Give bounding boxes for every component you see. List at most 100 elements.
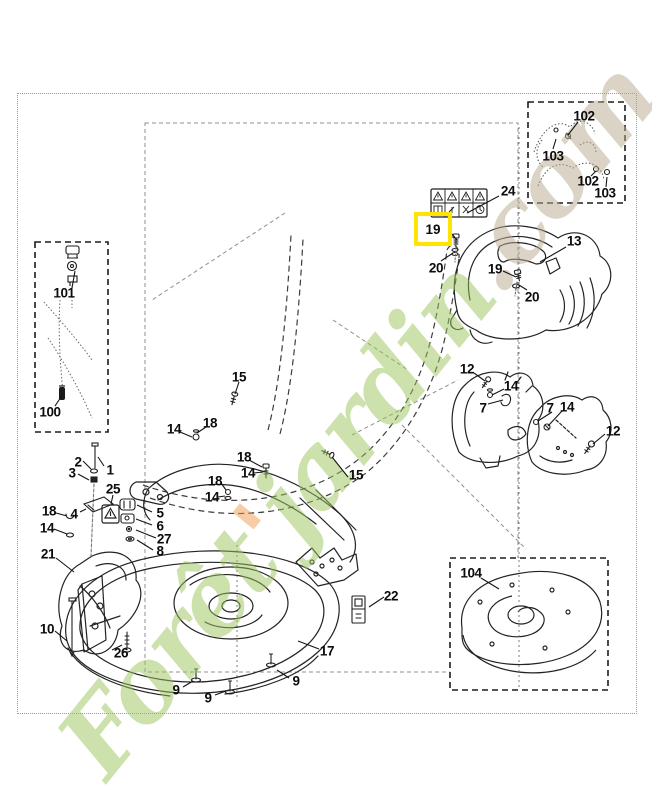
part-callout-102: 102 — [577, 173, 599, 189]
leader-line — [590, 170, 597, 177]
leader-line — [135, 518, 153, 526]
projection-lines — [144, 122, 527, 700]
part-callout-14: 14 — [503, 378, 519, 394]
part-callout-14: 14 — [204, 489, 220, 505]
leader-line — [440, 252, 454, 262]
part-callout-18: 18 — [207, 473, 223, 489]
leader-line — [97, 456, 105, 467]
leader-line — [71, 270, 76, 289]
part-callout-25: 25 — [105, 481, 121, 497]
rear-housing — [143, 463, 357, 563]
leader-line — [53, 528, 68, 535]
leader-line — [136, 539, 154, 551]
belt-cover-13 — [450, 225, 612, 344]
leader-line — [547, 410, 563, 427]
leader-line — [368, 596, 385, 608]
leader-line — [502, 270, 517, 278]
part-callout-14: 14 — [39, 520, 55, 536]
part-callout-15: 15 — [231, 369, 247, 385]
part-callout-9: 9 — [204, 690, 212, 706]
leader-line — [248, 459, 263, 468]
leader-line — [518, 284, 528, 291]
part-callout-14: 14 — [166, 421, 182, 437]
leader-line — [179, 431, 193, 438]
part-callout-1: 1 — [106, 462, 114, 478]
leader-line — [567, 121, 579, 136]
leader-line — [451, 233, 458, 241]
leader-line — [110, 494, 114, 505]
part-callout-20: 20 — [428, 260, 444, 276]
leader-line — [55, 557, 75, 573]
leader-line — [77, 473, 90, 481]
leader-line — [54, 396, 62, 407]
part-callout-27: 27 — [156, 531, 172, 547]
part-callout-14: 14 — [559, 399, 575, 415]
part-callout-24: 24 — [500, 183, 516, 199]
part-callout-7: 7 — [546, 400, 554, 416]
part-callout-7: 7 — [479, 400, 487, 416]
part-callout-9: 9 — [292, 673, 300, 689]
warning-decal-24 — [430, 188, 488, 218]
leader-line — [276, 669, 290, 679]
leader-line — [592, 433, 606, 445]
part-callout-17: 17 — [319, 643, 335, 659]
part-callout-100: 100 — [39, 404, 61, 420]
part-callout-103: 103 — [542, 148, 564, 164]
leader-line — [136, 504, 153, 513]
part-callout-22: 22 — [383, 588, 399, 604]
leader-line — [537, 411, 553, 422]
wheel-cover-right-7 — [526, 395, 612, 475]
part-callout-8: 8 — [156, 543, 164, 559]
leader-line — [473, 372, 486, 382]
part-callout-18: 18 — [41, 503, 57, 519]
wheel-cover-left-7 — [451, 371, 544, 469]
leader-line — [111, 644, 123, 651]
leader-line — [214, 690, 227, 696]
leader-line — [220, 482, 227, 491]
leader-line — [480, 577, 500, 590]
deck-17 — [65, 547, 359, 697]
leader-line — [54, 630, 68, 642]
leader-line — [552, 138, 557, 150]
part-callout-9: 9 — [172, 682, 180, 698]
part-callout-19: 19 — [487, 261, 503, 277]
leader-line — [297, 640, 320, 650]
part-callout-5: 5 — [156, 505, 164, 521]
leader-line — [605, 176, 608, 188]
leader-line — [79, 508, 87, 513]
leader-line — [491, 388, 505, 396]
leader-line — [539, 246, 567, 263]
part-callout-4: 4 — [70, 506, 78, 522]
leader-line — [234, 381, 240, 395]
part-callout-10: 10 — [39, 621, 55, 637]
leader-line — [487, 399, 504, 405]
leader-line — [253, 471, 264, 474]
leader-line — [82, 460, 92, 470]
part-callout-26: 26 — [113, 645, 129, 661]
part-callout-101: 101 — [53, 285, 75, 301]
deflector-21 — [58, 551, 142, 655]
warning-tag-25 — [101, 504, 120, 524]
fasteners — [65, 233, 595, 695]
page-dotted-border — [17, 93, 637, 714]
part-callout-6: 6 — [156, 518, 164, 534]
detail-box-height-adjuster — [34, 241, 109, 433]
part-callout-18: 18 — [202, 415, 218, 431]
leader-line — [182, 680, 194, 688]
highlighted-part-callout: 19 — [414, 212, 452, 246]
leader-line — [331, 456, 349, 478]
leader-line — [217, 495, 226, 498]
part-callout-2: 2 — [74, 454, 82, 470]
part-callout-13: 13 — [566, 233, 582, 249]
detail-box-spare-deck — [449, 557, 609, 691]
main-assembly-art — [58, 225, 612, 697]
leader-line — [135, 529, 157, 539]
leader-line — [466, 195, 500, 214]
part-callout-18: 18 — [236, 449, 252, 465]
part-callout-102: 102 — [573, 108, 595, 124]
handlebar-phantom — [142, 234, 460, 515]
part-callout-20: 20 — [524, 289, 540, 305]
